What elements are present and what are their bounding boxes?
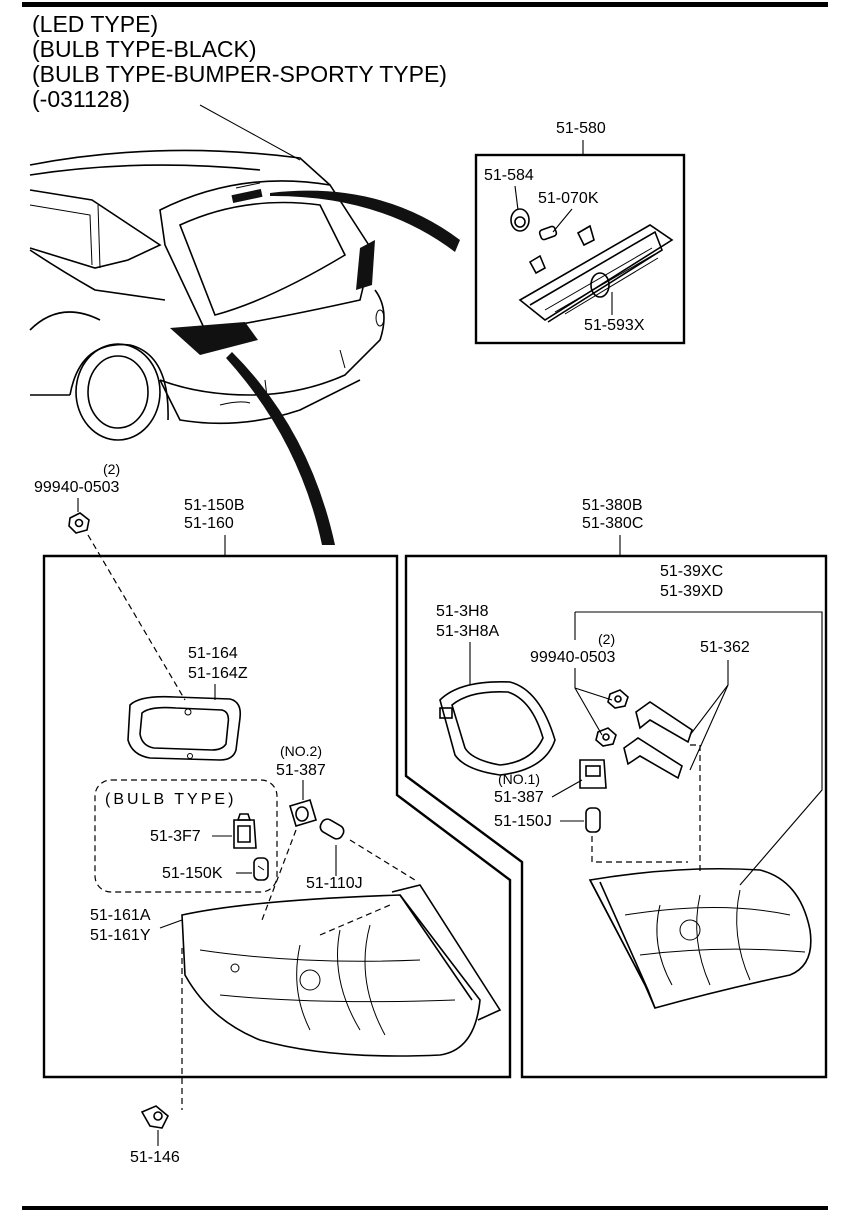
bracket-51-362-a [635,701,693,744]
label-51-070k: 51-070K [538,190,599,207]
vehicle-rear-illustration [29,104,460,545]
label-51-160: 51-160 [184,515,234,532]
header-line-4: (-031128) [32,86,130,112]
label-51-387-no2: 51-387 [276,762,326,779]
label-51-150k: 51-150K [162,865,223,882]
header-line-2: (BULB TYPE-BLACK) [32,36,257,62]
label-bulb-type: (BULB TYPE) [105,791,236,808]
label-51-380c: 51-380C [582,515,643,532]
label-51-3h8a: 51-3H8A [436,623,499,640]
label-99940-0503-right: 99940-0503 [530,649,616,666]
combination-lamp-51-161a [181,884,502,1057]
label-51-387-no1: 51-387 [494,789,544,806]
label-no2: (NO.2) [280,743,322,759]
label-51-161y: 51-161Y [90,927,151,944]
label-51-3h8: 51-3H8 [436,603,489,620]
bulb-51-110j [319,818,345,840]
gasket-51-164 [127,695,242,761]
label-51-164z: 51-164Z [188,665,248,682]
label-51-150j: 51-150J [494,813,552,830]
right-lamp-group-frame [404,554,828,1079]
socket-51-387-no1 [579,759,607,789]
bulb-type-group [94,779,278,893]
socket-51-3f7 [233,813,257,849]
nut-99940-0503-right-a [607,689,629,709]
bulb-51-150j [585,807,601,833]
label-51-161a: 51-161A [90,907,151,924]
clip-51-146 [140,1105,169,1129]
lamp-housing-51-593x [518,224,674,323]
label-51-164: 51-164 [188,645,238,662]
high-mount-lamp-shape [231,188,263,204]
gasket-51-3h8 [439,681,556,776]
socket-51-584 [510,208,530,232]
label-51-39xc: 51-39XC [660,563,723,580]
socket-51-387-no2 [289,799,317,827]
label-51-150b: 51-150B [184,497,245,514]
nut-99940-0503-left [68,512,90,534]
bottom-rule [22,1206,828,1210]
label-51-593x: 51-593X [584,317,645,334]
label-51-580: 51-580 [556,120,606,137]
label-qty-right: (2) [598,631,615,647]
high-mount-stop-lamp-box: 51-580 51-584 51-070K 51-593X [474,120,686,345]
label-51-584: 51-584 [484,167,534,184]
nut-99940-0503-right-b [595,727,617,747]
label-51-146: 51-146 [130,1149,180,1166]
label-qty-left: (2) [103,461,120,477]
left-lamp-group-frame [42,554,512,1079]
label-51-39xd: 51-39XD [660,583,723,600]
label-51-3f7: 51-3F7 [150,828,201,845]
top-rule [22,2,828,7]
header-line-3: (BULB TYPE-BUMPER-SPORTY TYPE) [32,61,447,87]
label-no1: (NO.1) [498,771,540,787]
bulb-51-070k [538,225,558,241]
rear-lamp-51-380b [588,867,812,1009]
label-51-380b: 51-380B [582,497,643,514]
bracket-51-362-b [623,737,683,780]
label-99940-0503-left: 99940-0503 [34,479,120,496]
label-51-362: 51-362 [700,639,750,656]
bulb-51-150k [253,857,269,881]
label-51-110j: 51-110J [306,875,363,892]
header-line-1: (LED TYPE) [32,11,158,37]
header-notes: (LED TYPE) (BULB TYPE-BLACK) (BULB TYPE-… [32,11,447,112]
